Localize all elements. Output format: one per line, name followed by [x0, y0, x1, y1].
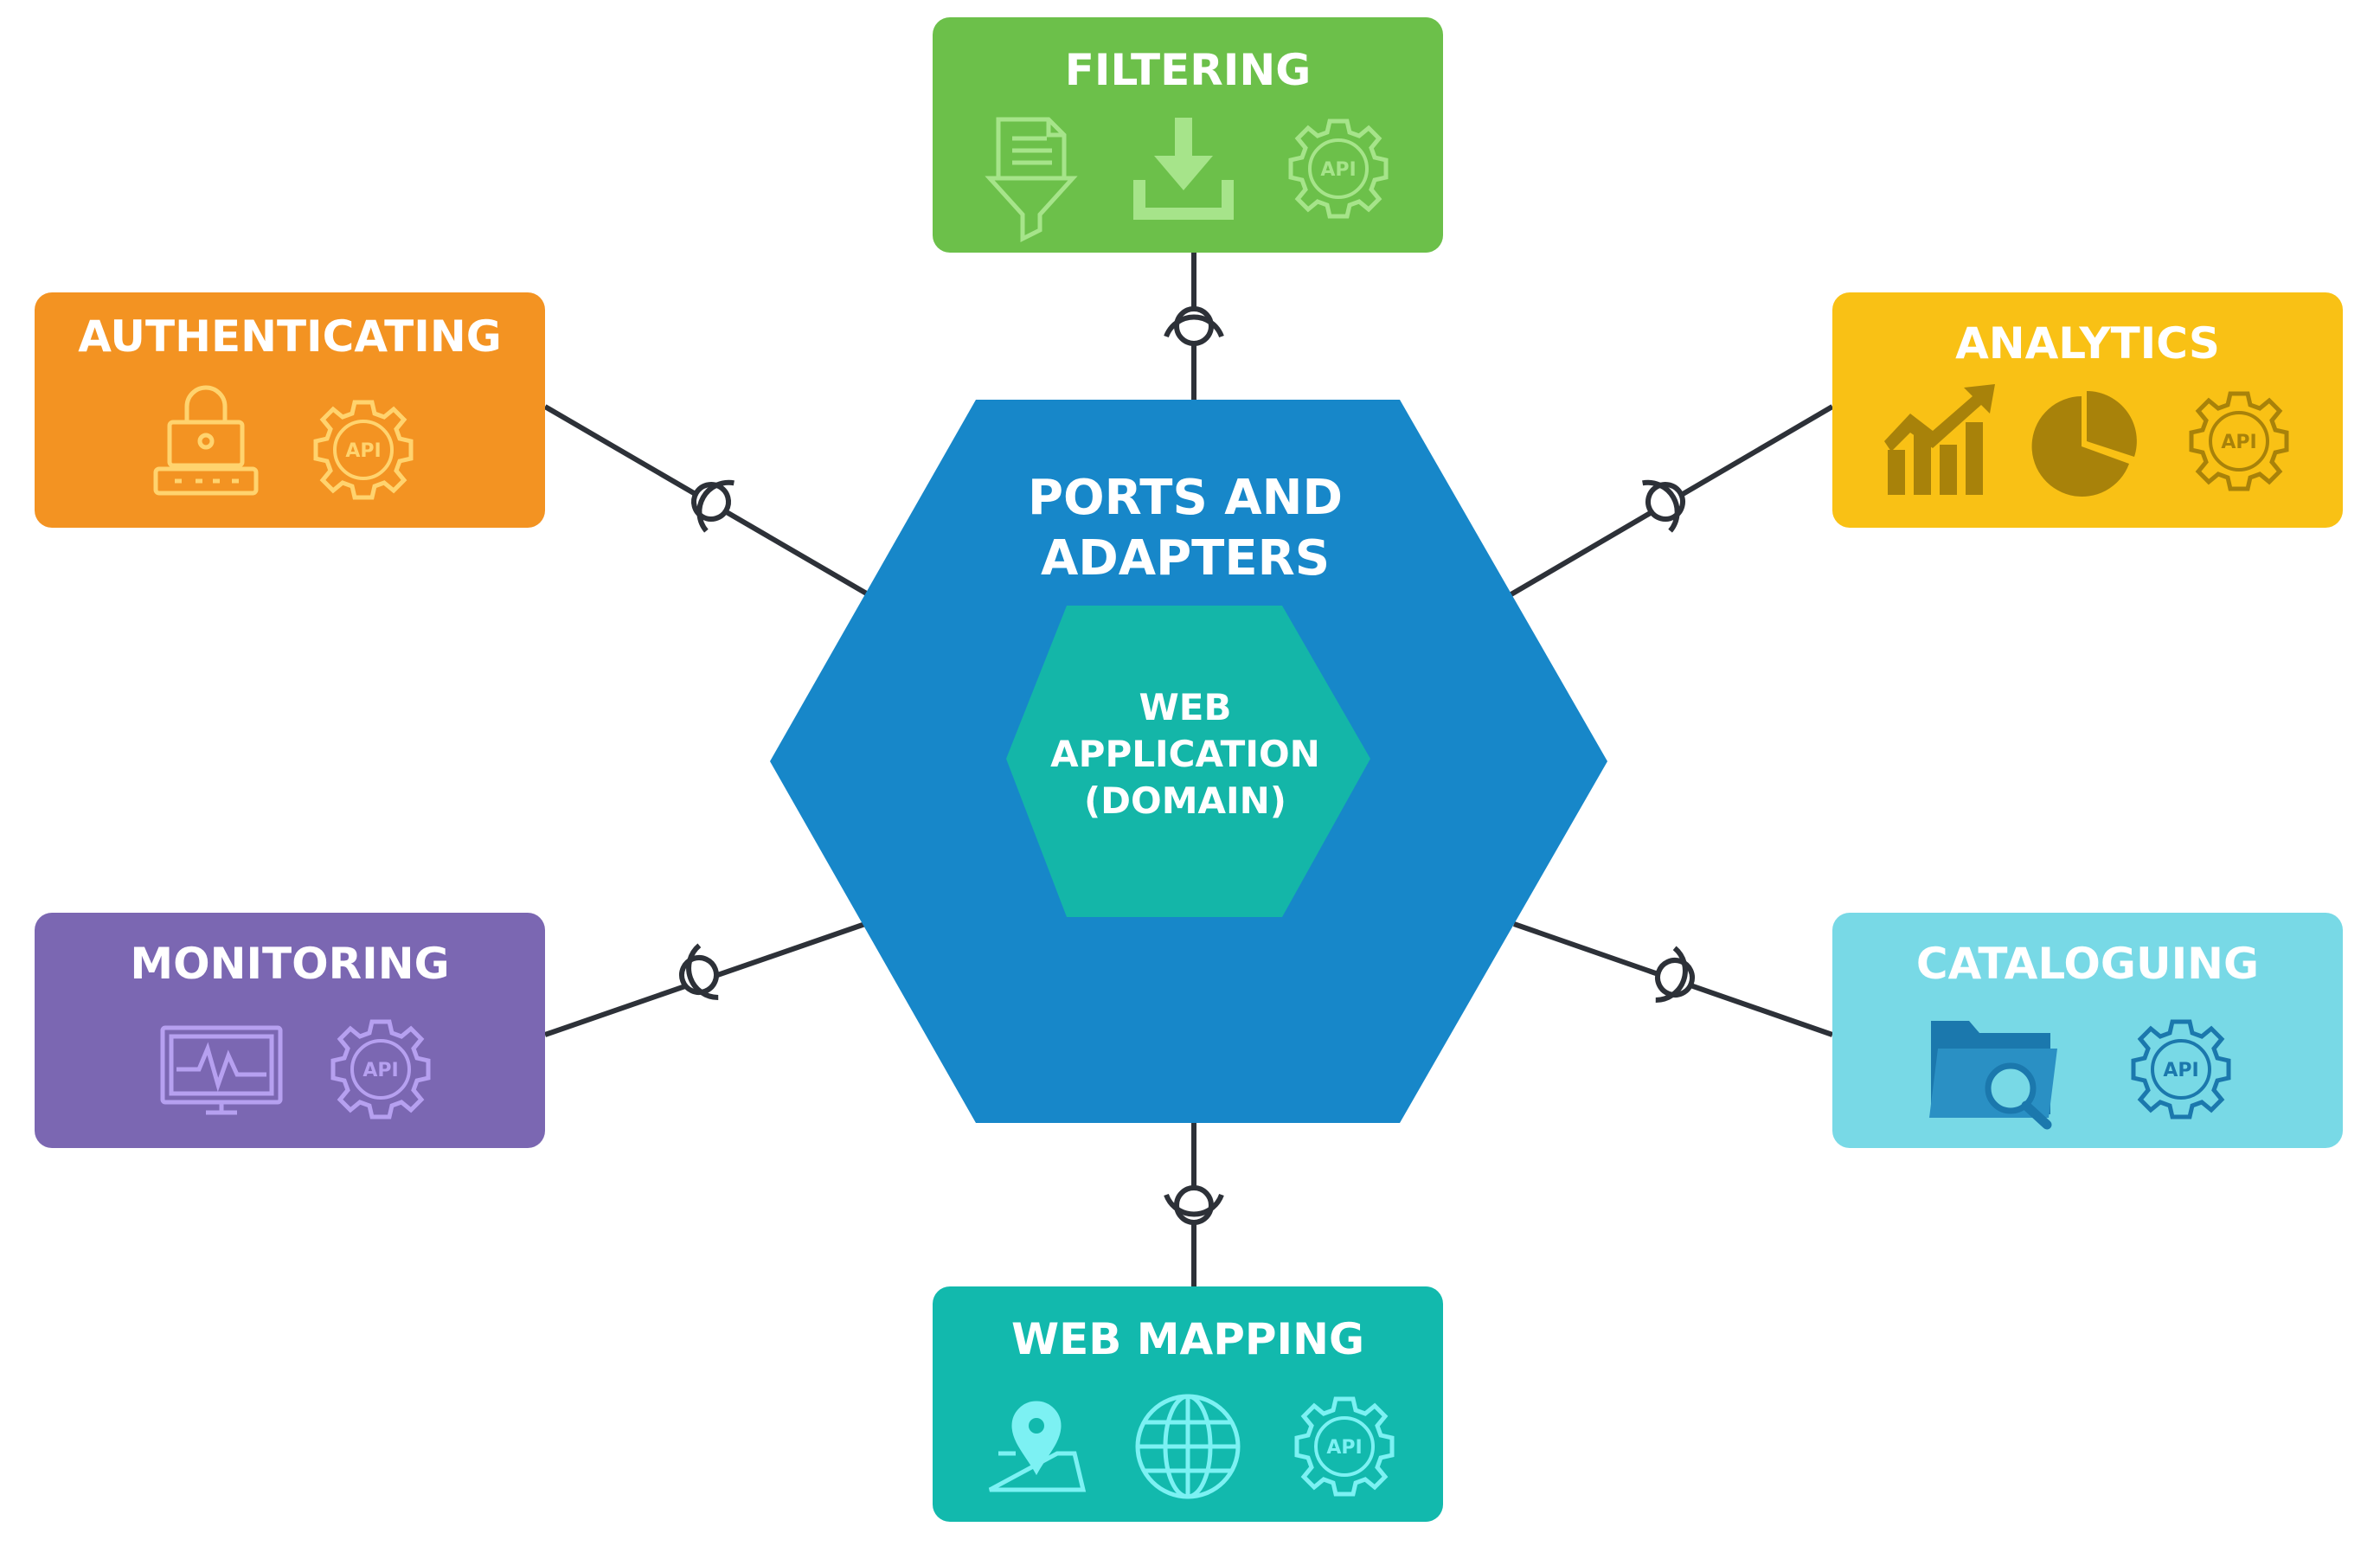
document-funnel-icon: [985, 117, 1078, 243]
cataloguing-port-icon: [1655, 946, 1695, 1003]
filtering-adapter: FILTERING API: [933, 17, 1443, 253]
analytics-api-gear-icon: API: [2191, 394, 2287, 489]
core-label-line-3: (DOMAIN): [1084, 779, 1286, 822]
web-mapping-adapter: WEB MAPPING API: [933, 1286, 1443, 1522]
monitor-heartbeat-icon: [160, 1025, 283, 1115]
password-lock-icon: [153, 385, 259, 496]
monitoring-api-gear-icon: API: [333, 1022, 428, 1117]
web-mapping-api-gear-icon: API: [1297, 1399, 1392, 1494]
web-mapping-title: WEB MAPPING: [1011, 1314, 1364, 1364]
analytics-api-label: API: [2221, 432, 2256, 453]
monitoring-port-icon: [679, 943, 719, 1000]
filtering-title: FILTERING: [1065, 45, 1312, 95]
authenticating-adapter: AUTHENTICATING API: [35, 292, 545, 528]
port-symbols: [679, 306, 1695, 1225]
authenticating-api-gear-icon: API: [316, 402, 411, 497]
web-mapping-port-icon: [1164, 1185, 1224, 1225]
folder-search-icon: [1929, 1021, 2057, 1130]
domain-core-hexagon: [1006, 606, 1370, 917]
download-icon: [1133, 118, 1234, 220]
globe-icon: [1135, 1394, 1241, 1499]
filtering-api-label: API: [1320, 159, 1356, 181]
cataloguing-title: CATALOGUING: [1916, 939, 2259, 989]
authenticating-port-icon: [691, 479, 735, 533]
core-label-line-1: WEB: [1139, 686, 1231, 728]
web-mapping-api-label: API: [1326, 1437, 1362, 1459]
analytics-port-icon: [1642, 479, 1685, 533]
core-label-line-2: APPLICATION: [1050, 733, 1320, 775]
filtering-port-icon: [1164, 306, 1224, 346]
hexagon-title-line-2: ADAPTERS: [1041, 530, 1330, 587]
filtering-api-gear-icon: API: [1291, 121, 1386, 216]
cataloguing-api-gear-icon: API: [2133, 1022, 2229, 1117]
hexagon-title-line-1: PORTS AND: [1028, 470, 1343, 526]
authenticating-api-label: API: [345, 440, 381, 462]
growth-chart-icon: [1884, 384, 1995, 495]
analytics-adapter: ANALYTICS API: [1832, 292, 2343, 528]
monitoring-adapter: MONITORING API: [35, 913, 545, 1148]
pie-chart-icon: [2031, 391, 2137, 497]
monitoring-api-label: API: [362, 1060, 398, 1081]
analytics-title: ANALYTICS: [1955, 318, 2220, 369]
map-pin-icon: [988, 1401, 1087, 1492]
authenticating-title: AUTHENTICATING: [78, 311, 502, 362]
central-hexagon: PORTS AND ADAPTERS WEB APPLICATION (DOMA…: [770, 400, 1607, 1123]
cataloguing-adapter: CATALOGUING API: [1832, 913, 2343, 1148]
monitoring-title: MONITORING: [130, 939, 449, 989]
cataloguing-api-label: API: [2163, 1060, 2198, 1081]
